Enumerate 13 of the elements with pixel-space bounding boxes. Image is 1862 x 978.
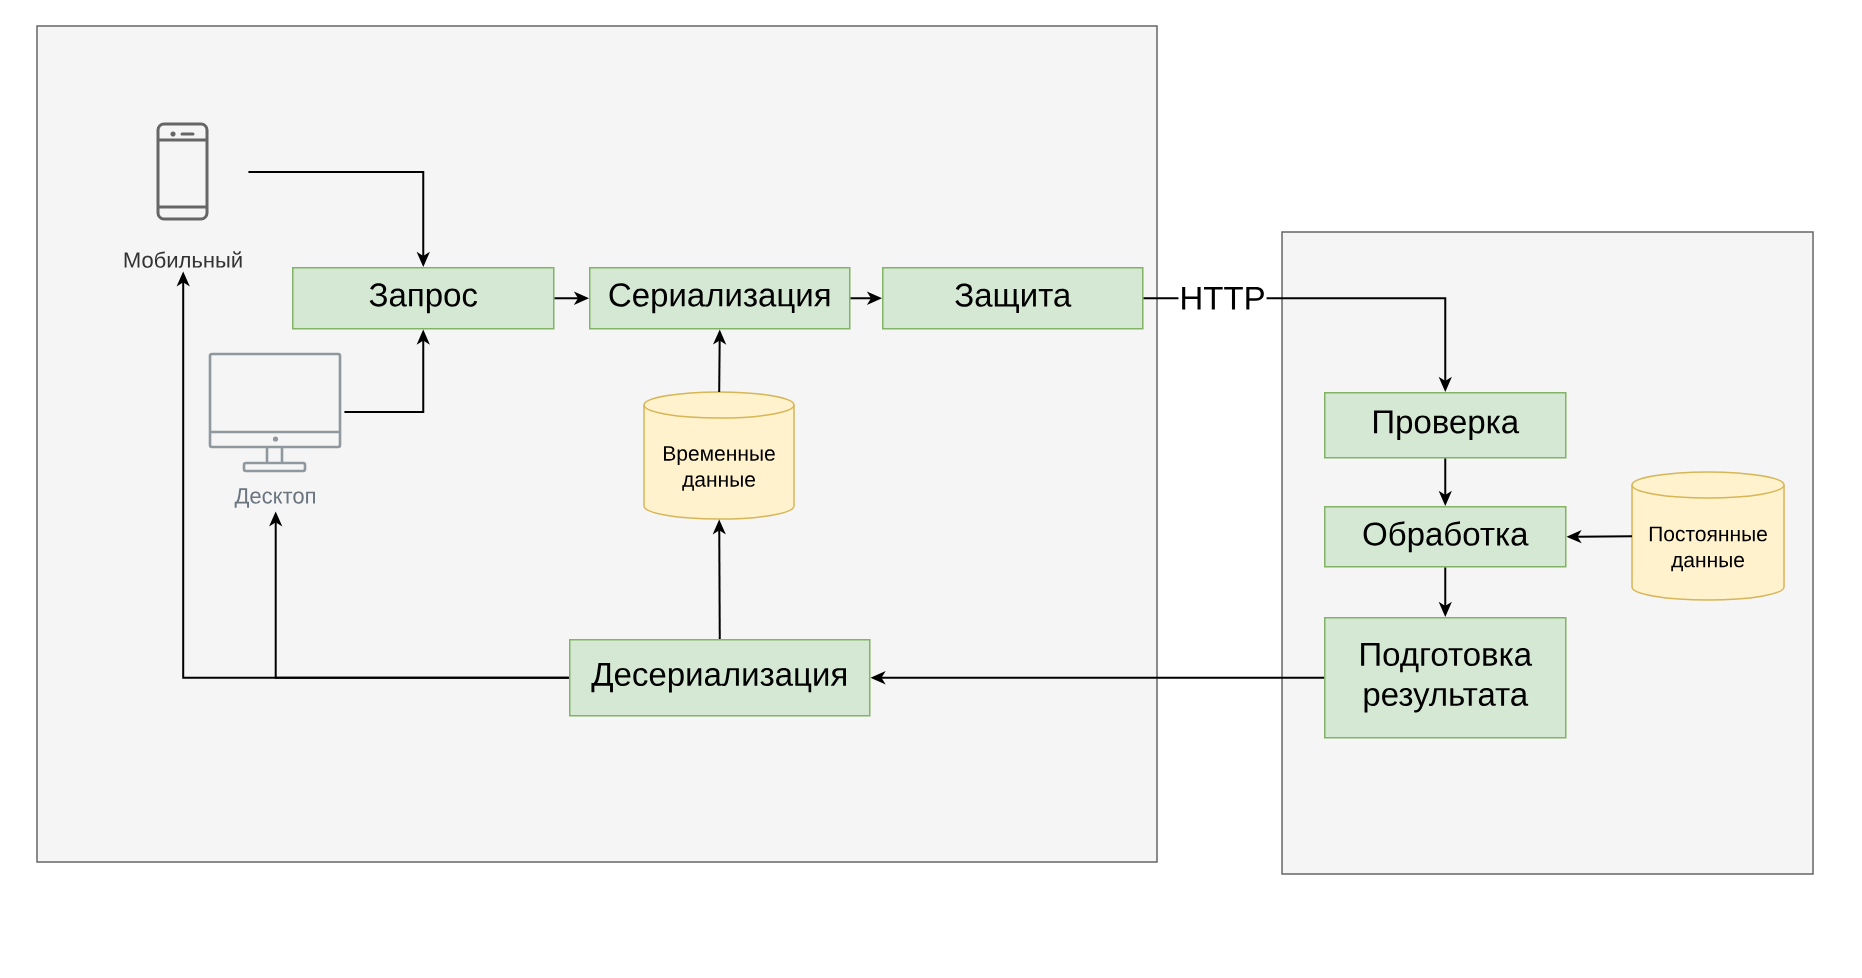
process-box: Проверка [1324,392,1567,459]
process-box: Подготовка результата [1324,617,1567,739]
icon-caption: Мобильный [124,251,242,268]
icon-caption: Десктоп [234,488,315,508]
process-box: Обработка [1324,506,1567,568]
process-box: Защита [882,267,1144,330]
database-cylinder: Временные данные [643,391,795,520]
process-box: Запрос [292,267,555,330]
edge-label: HTTP [1178,285,1267,311]
process-box: Сериализация [589,267,851,330]
process-box: Десериализация [569,639,871,717]
database-cylinder: Постоянные данные [1631,471,1785,601]
container-box [36,25,1158,863]
